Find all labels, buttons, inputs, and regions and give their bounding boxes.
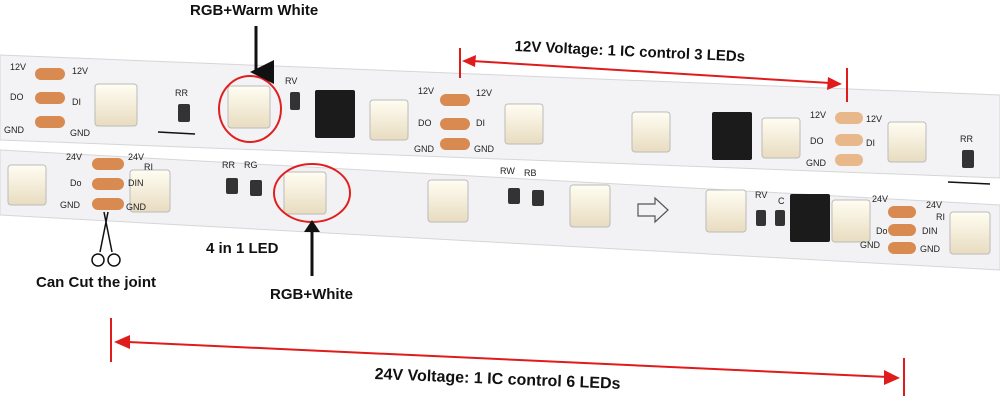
pcb-top-mid-left-1: DO: [418, 118, 432, 128]
top-led-4: [504, 103, 544, 145]
label-4in1-led: 4 in 1 LED: [206, 240, 279, 257]
bottom-led-6: [831, 199, 871, 243]
bottom-led-1: [129, 169, 171, 213]
top-led-3: [369, 99, 409, 141]
bottom-led-3: [427, 179, 469, 223]
pcb-top-mid-right-0: 12V: [476, 88, 493, 98]
top-led-1: [94, 83, 138, 127]
label-rgb-white: RGB+White: [270, 286, 353, 303]
pcb-top-mid-left-0: 12V: [418, 86, 435, 96]
pcb-bot-far-right-1: RI: [936, 212, 945, 222]
pcb-top-res-0: RR: [175, 88, 188, 98]
top-led-rgbww: [227, 85, 271, 129]
pcb-bot-pad-right-0: 24V: [128, 152, 145, 162]
pcb-top-pad-left-0: 12V: [10, 62, 27, 72]
pcb-bot-pad-right-2: DIN: [128, 178, 144, 188]
pcb-bot-far-left-1: Do: [876, 226, 888, 236]
label-rgb-warm-white: RGB+Warm White: [190, 2, 319, 19]
arrow-12v: [459, 48, 848, 102]
top-pads-left: [35, 68, 65, 128]
bottom-led-strip: [0, 149, 1000, 271]
bottom-ic-chip: [790, 194, 830, 242]
pcb-top-res-1: RV: [285, 76, 298, 86]
label-can-cut-joint: Can Cut the joint: [36, 274, 156, 291]
pcb-bot-pad-left-0: 24V: [66, 152, 83, 162]
scissors-icon: [91, 211, 121, 267]
pcb-bot-pad-right-3: GND: [126, 202, 146, 212]
pcb-bot-far-left-2: GND: [860, 240, 880, 250]
pcb-bot-res-0: RR: [222, 160, 235, 170]
direction-arrow-icon: [637, 196, 669, 224]
pcb-bot-far-left-0: 24V: [872, 194, 889, 204]
pcb-top-pad-right-0: 12V: [72, 66, 89, 76]
top-led-5: [631, 111, 671, 153]
pcb-top-pad-left-1: DO: [10, 92, 24, 102]
bottom-led-0: [7, 164, 47, 206]
pcb-top-far-right-1: DI: [866, 138, 875, 148]
top-ic-chip-1: [315, 90, 355, 138]
pcb-top-far-left-0: 12V: [810, 110, 827, 120]
pcb-top-mid-right-1: DI: [476, 118, 485, 128]
top-ic-chip-2: [712, 112, 752, 160]
pcb-bot-pad-left-1: Do: [70, 178, 82, 188]
pcb-bot-pad-right-1: RI: [144, 162, 153, 172]
arrow-24v: [110, 318, 905, 396]
pcb-top-pad-right-2: GND: [70, 128, 90, 138]
pcb-top-pad-right-1: DI: [72, 97, 81, 107]
pcb-bot-res-5: C: [778, 196, 785, 206]
pcb-top-mid-right-2: GND: [474, 144, 494, 154]
bottom-led-5: [705, 189, 747, 233]
pcb-bot-res-4: RV: [755, 190, 768, 200]
pcb-bot-far-right-3: GND: [920, 244, 940, 254]
top-led-7: [887, 121, 927, 163]
bottom-led-4: [569, 184, 611, 228]
pcb-bot-res-2: RW: [500, 166, 515, 176]
pcb-top-res-2: RR: [960, 134, 973, 144]
pcb-bot-far-right-0: 24V: [926, 200, 943, 210]
bottom-led-rgbw: [283, 171, 327, 215]
pcb-bot-pad-left-2: GND: [60, 200, 80, 210]
pcb-top-far-left-1: DO: [810, 136, 824, 146]
top-led-6: [761, 117, 801, 159]
pcb-top-mid-left-2: GND: [414, 144, 434, 154]
pcb-top-pad-left-2: GND: [4, 125, 24, 135]
pcb-bot-far-right-2: DIN: [922, 226, 938, 236]
bottom-led-7: [949, 211, 991, 255]
top-led-strip: [0, 54, 1000, 185]
pcb-top-far-left-2: GND: [806, 158, 826, 168]
pcb-top-far-right-0: 12V: [866, 114, 883, 124]
pcb-bot-res-3: RB: [524, 168, 537, 178]
pcb-bot-res-1: RG: [244, 160, 258, 170]
